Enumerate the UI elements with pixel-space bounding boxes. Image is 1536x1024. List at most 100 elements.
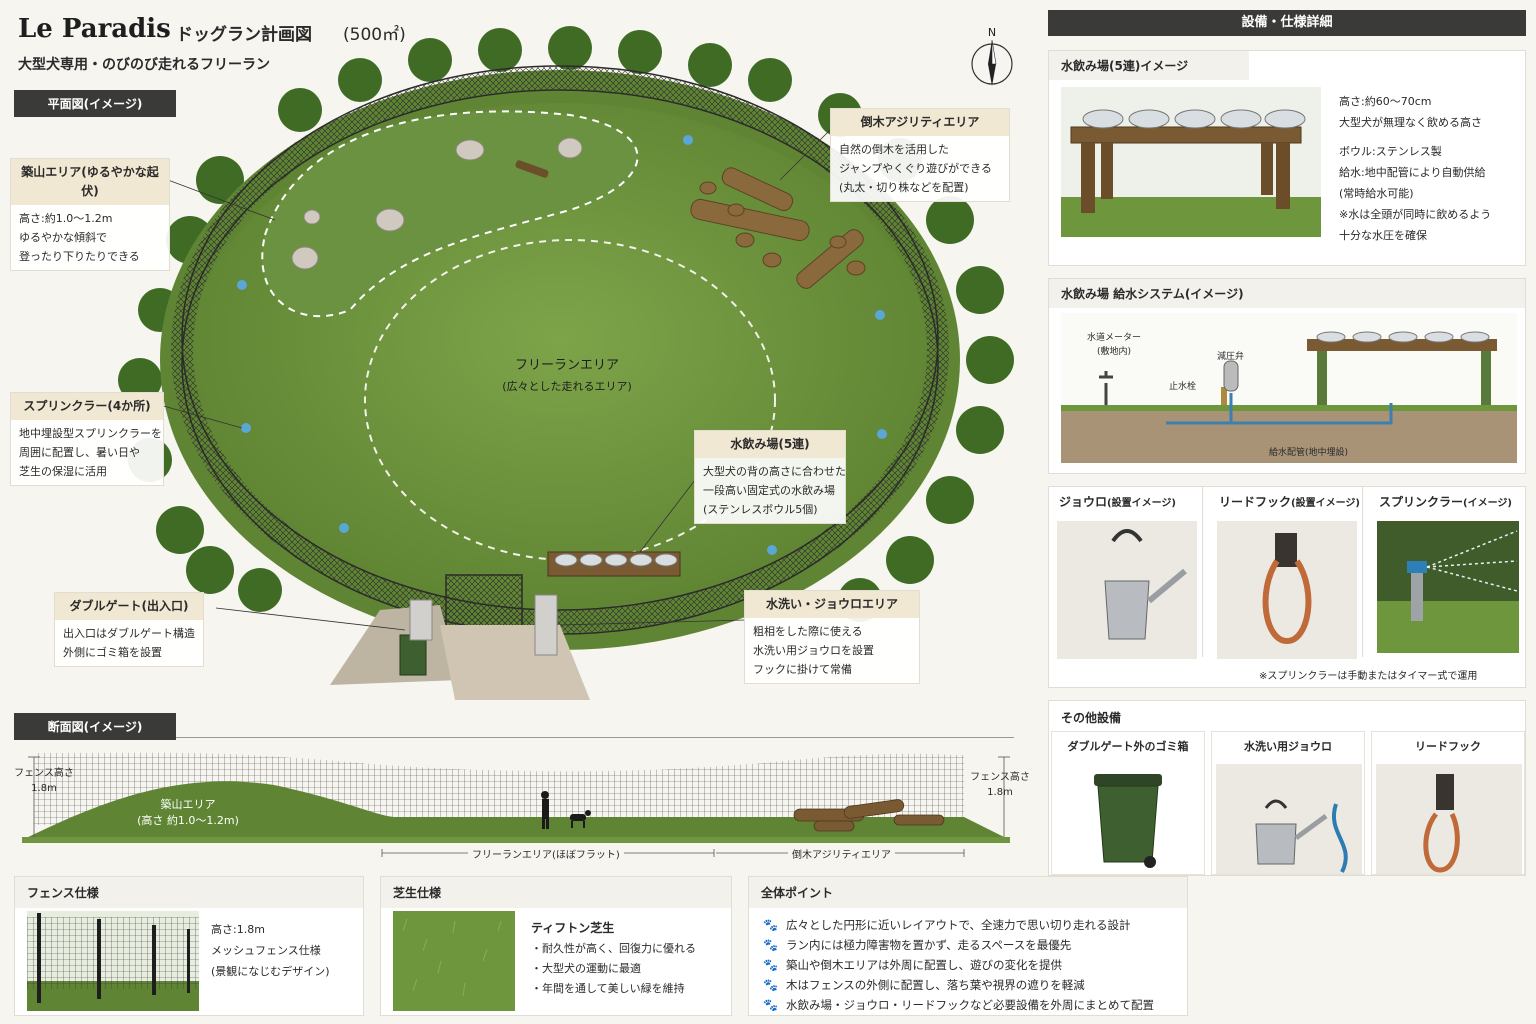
callout-wash-line: フックに掛けて常備 — [753, 663, 852, 676]
plan-area: (500㎡) — [343, 25, 406, 45]
callout-sprinkler-line: 地中埋設型スプリンクラーを — [19, 427, 162, 440]
fence-spec-line: 高さ:1.8m — [211, 923, 265, 936]
supply-system-panel: 水飲み場 給水システム(イメージ) 水道メーター (敷地内) 止水栓 減圧弁 給… — [1048, 278, 1526, 474]
section-view-diagram — [22, 752, 1010, 857]
overall-points-box: 全体ポイント 🐾広々とした円形に近いレイアウトで、全速力で思い切り走れる設計 🐾… — [748, 876, 1188, 1016]
paw-icon: 🐾 — [763, 998, 778, 1012]
callout-gate-line: 出入口はダブルゲート構造 — [63, 627, 195, 640]
callout-mound-line: 高さ:約1.0〜1.2m — [19, 212, 113, 225]
callout-agility: 倒木アジリティエリア 自然の倒木を活用した ジャンプやくぐり遊びができる (丸太… — [830, 108, 1010, 202]
section-mound-sub: (高さ 約1.0〜1.2m) — [137, 814, 239, 827]
meter-label: 水道メーター (敷地内) — [1086, 333, 1141, 357]
agility-logs — [690, 167, 866, 289]
hook-card-title: リードフック — [1415, 740, 1481, 753]
overall-points-title: 全体ポイント — [749, 877, 1187, 908]
stone-path — [330, 605, 460, 685]
water-station-panel: 水飲み場(5連)イメージ 高さ:約60〜70cm 大型犬が無理なく飲める高さ ボ… — [1048, 50, 1526, 266]
fence-spec-text: 高さ:1.8m メッシュフェンス仕様 (景観になじむデザイン) — [211, 919, 330, 982]
callout-agility-line: (丸太・切り株などを配置) — [839, 181, 969, 194]
trash-card: ダブルゲート外のゴミ箱 — [1051, 731, 1205, 875]
water-station-panel-title: 水飲み場(5連)イメージ — [1049, 51, 1249, 80]
point-item: 🐾広々とした円形に近いレイアウトで、全速力で思い切り走れる設計 — [763, 918, 1131, 932]
turf-spec-text: ・耐久性が高く、回復力に優れる ・大型犬の運動に最適 ・年間を通して美しい緑を維… — [531, 939, 696, 999]
hook-photo — [1376, 764, 1522, 874]
valve-label: 止水栓 — [1169, 382, 1197, 392]
point-item: 🐾築山や倒木エリアは外周に配置し、遊びの変化を提供 — [763, 958, 1062, 972]
water-station-line: (常時給水可能) — [1339, 187, 1414, 200]
callout-wash-title: 水洗い・ジョウロエリア — [745, 591, 919, 618]
other-equipment-title: その他設備 — [1061, 711, 1122, 725]
fence-spec-line: メッシュフェンス仕様 — [211, 944, 321, 957]
sprinkler-card: スプリンクラー(イメージ) — [1369, 487, 1525, 657]
water-station-line: 大型犬が無理なく飲める高さ — [1339, 116, 1482, 129]
turf-spec-title: 芝生仕様 — [381, 877, 731, 908]
trash-card-title: ダブルゲート外のゴミ箱 — [1067, 740, 1189, 753]
fence-height-right-value: 1.8m — [987, 787, 1013, 798]
overall-points-list: 🐾広々とした円形に近いレイアウトで、全速力で思い切り走れる設計 🐾ラン内には極力… — [763, 915, 1154, 1015]
callout-wash-line: 粗相をした際に使える — [753, 625, 863, 638]
free-run-sublabel: (広々とした走れるエリア) — [502, 380, 632, 393]
compass-icon: N — [971, 26, 1013, 86]
callout-water-line: (ステンレスボウル5個) — [703, 503, 818, 516]
leash-hook-card: リードフック(設置イメージ) — [1209, 487, 1363, 659]
callout-water-title: 水飲み場(5連) — [695, 431, 845, 458]
wash-post — [534, 594, 558, 656]
sprinkler-note: ※スプリンクラーは手動またはタイマー式で運用 — [1259, 671, 1478, 682]
section-logs — [793, 799, 945, 832]
free-run-dimension: フリーランエリア(ほぼフラット) — [468, 846, 624, 861]
paw-icon: 🐾 — [763, 978, 778, 992]
point-item: 🐾ラン内には極力障害物を置かず、走るスペースを最優先 — [763, 938, 1072, 952]
fence-height-right: フェンス高さ 1.8m — [968, 770, 1032, 800]
turf-photo — [393, 911, 515, 1011]
callout-mound-title: 築山エリア(ゆるやかな起伏) — [11, 159, 169, 205]
turf-name: ティフトン芝生 — [531, 921, 615, 935]
compass-label: N — [988, 26, 996, 39]
callout-sprinkler-line: 芝生の保湿に活用 — [19, 465, 107, 478]
reducer-label: 減圧弁 — [1217, 352, 1245, 362]
callout-agility-line: ジャンプやくぐり遊びができる — [839, 162, 992, 175]
callout-gate-line: 外側にゴミ箱を設置 — [63, 646, 162, 659]
callout-sprinkler: スプリンクラー(4か所) 地中埋設型スプリンクラーを 周囲に配置し、暑い日や 芝… — [10, 392, 164, 486]
watering-can-card: ジョウロ(設置イメージ) — [1049, 487, 1203, 659]
mound-rocks — [291, 137, 583, 270]
callout-sprinkler-line: 周囲に配置し、暑い日や — [19, 446, 140, 459]
point-item: 🐾木はフェンスの外側に配置し、落ち葉や視界の遮りを軽減 — [763, 978, 1085, 992]
double-gate — [445, 574, 523, 631]
watering-can-photo — [1057, 521, 1197, 659]
fence-height-left-label: フェンス高さ — [14, 768, 74, 779]
turf-spec-line: ・年間を通して美しい緑を維持 — [531, 982, 685, 995]
callout-mound-line: ゆるやかな傾斜で — [19, 231, 107, 244]
specs-header: 設備・仕様詳細 — [1048, 10, 1526, 36]
equipment-images-panel: ジョウロ(設置イメージ) リードフック(設置イメージ) スプリンクラー(イメージ… — [1048, 486, 1526, 688]
callout-gate: ダブルゲート(出入口) 出入口はダブルゲート構造 外側にゴミ箱を設置 — [54, 592, 204, 667]
mound-area — [261, 110, 639, 318]
plan-title: ドッグラン計画図 — [176, 25, 312, 45]
paw-icon: 🐾 — [763, 938, 778, 952]
callout-wash: 水洗い・ジョウロエリア 粗相をした際に使える 水洗い用ジョウロを設置 フックに掛… — [744, 590, 920, 684]
callout-gate-title: ダブルゲート(出入口) — [55, 593, 203, 620]
trash-bin-icon — [1094, 774, 1162, 868]
callout-mound: 築山エリア(ゆるやかな起伏) 高さ:約1.0〜1.2m ゆるやかな傾斜で 登った… — [10, 158, 170, 271]
section-view-tag: 断面図(イメージ) — [14, 713, 176, 740]
water-station-line: 十分な水圧を確保 — [1339, 229, 1427, 242]
brand-title: Le Paradis — [18, 14, 171, 44]
section-mound-title: 築山エリア — [160, 798, 216, 811]
water-station-text: 高さ:約60〜70cm 大型犬が無理なく飲める高さ ボウル:ステンレス製 給水:… — [1339, 91, 1491, 246]
pipe-label: 給水配管(地中埋設) — [1269, 448, 1349, 458]
plan-section-tag: 平面図(イメージ) — [14, 90, 176, 117]
sprinkler-markers — [237, 135, 887, 555]
water-station-line: ※水は全頭が同時に飲めるよう — [1339, 208, 1492, 221]
callout-mound-line: 登ったり下りたりできる — [19, 250, 140, 263]
water-station-line: 高さ:約60〜70cm — [1339, 95, 1432, 108]
water-station-line: 給水:地中配管により自動供給 — [1339, 166, 1486, 179]
free-run-label: フリーランエリア — [515, 358, 619, 373]
supply-system-title: 水飲み場 給水システム(イメージ) — [1049, 279, 1525, 308]
turf-spec-line: ・耐久性が高く、回復力に優れる — [531, 942, 696, 955]
turf-spec-box: 芝生仕様 ティフトン芝生 ・耐久性が高く、回復力に優れる ・大型犬の運動に最適 … — [380, 876, 732, 1016]
other-equipment-panel: その他設備 ダブルゲート外のゴミ箱 水洗い用ジョウロ リードフック — [1048, 700, 1526, 876]
paw-icon: 🐾 — [763, 918, 778, 932]
fence-height-right-label: フェンス高さ — [970, 772, 1030, 783]
callout-agility-title: 倒木アジリティエリア — [831, 109, 1009, 136]
fence-height-left: フェンス高さ 1.8m — [14, 766, 74, 796]
callout-sprinkler-title: スプリンクラー(4か所) — [11, 393, 163, 420]
